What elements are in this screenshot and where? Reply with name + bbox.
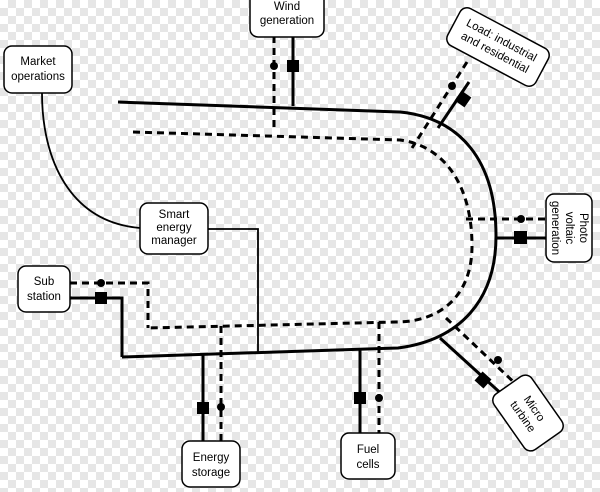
pv-switch-icon bbox=[514, 231, 527, 244]
node-market-operations: Market operations bbox=[3, 45, 73, 94]
node-label: generation bbox=[260, 15, 314, 27]
node-label: generation bbox=[549, 201, 561, 255]
node-label: energy bbox=[156, 222, 191, 234]
market-control-link bbox=[41, 92, 141, 229]
node-wind-generation: Wind generation bbox=[249, 0, 325, 38]
node-label: operations bbox=[11, 71, 65, 83]
node-label: Photo bbox=[577, 213, 589, 243]
node-label: Sub bbox=[34, 276, 54, 288]
load-comm-line bbox=[410, 61, 469, 149]
microturbine-comm-line bbox=[444, 316, 522, 390]
pv-sensor-icon bbox=[517, 215, 525, 223]
node-label: Fuel bbox=[357, 444, 379, 456]
storage-switch-icon bbox=[197, 402, 209, 414]
fuelcells-sensor-icon bbox=[375, 394, 383, 402]
node-label: Smart bbox=[159, 209, 190, 221]
node-substation: Sub station bbox=[17, 265, 71, 313]
node-label: voltaic bbox=[563, 212, 575, 245]
node-microturbine: Micro turbine bbox=[492, 374, 564, 452]
communication-bus-loop bbox=[132, 130, 474, 330]
node-label: cells bbox=[356, 459, 379, 471]
node-load: Load: industrial and residential bbox=[446, 7, 550, 87]
node-label: Energy bbox=[193, 452, 230, 464]
node-label: Market bbox=[20, 56, 56, 68]
node-energy-storage: Energy storage bbox=[181, 440, 241, 488]
node-label: manager bbox=[151, 235, 197, 247]
node-photovoltaic-generation: Photo voltaic generation bbox=[545, 193, 593, 263]
fuelcells-switch-icon bbox=[354, 392, 366, 404]
substation-sensor-icon bbox=[97, 279, 105, 287]
node-fuel-cells: Fuel cells bbox=[340, 432, 396, 480]
substation-switch-icon bbox=[95, 292, 107, 304]
wind-sensor-icon bbox=[270, 62, 278, 70]
node-smart-energy-manager: Smart energy manager bbox=[139, 202, 209, 255]
node-label: station bbox=[27, 291, 61, 303]
load-sensor-icon bbox=[448, 82, 456, 90]
storage-sensor-icon bbox=[217, 403, 225, 411]
microturbine-power-line bbox=[438, 336, 508, 400]
microturbine-sensor-icon bbox=[494, 356, 502, 364]
substation-comm-line bbox=[70, 281, 150, 328]
load-switch-icon bbox=[454, 90, 472, 108]
load-power-line bbox=[436, 81, 471, 129]
substation-power-line bbox=[70, 296, 124, 357]
microturbine-switch-icon bbox=[474, 371, 492, 389]
wind-switch-icon bbox=[287, 60, 299, 72]
node-label: storage bbox=[192, 467, 230, 479]
manager-control-link bbox=[208, 228, 259, 353]
node-label: Wind bbox=[274, 1, 300, 13]
